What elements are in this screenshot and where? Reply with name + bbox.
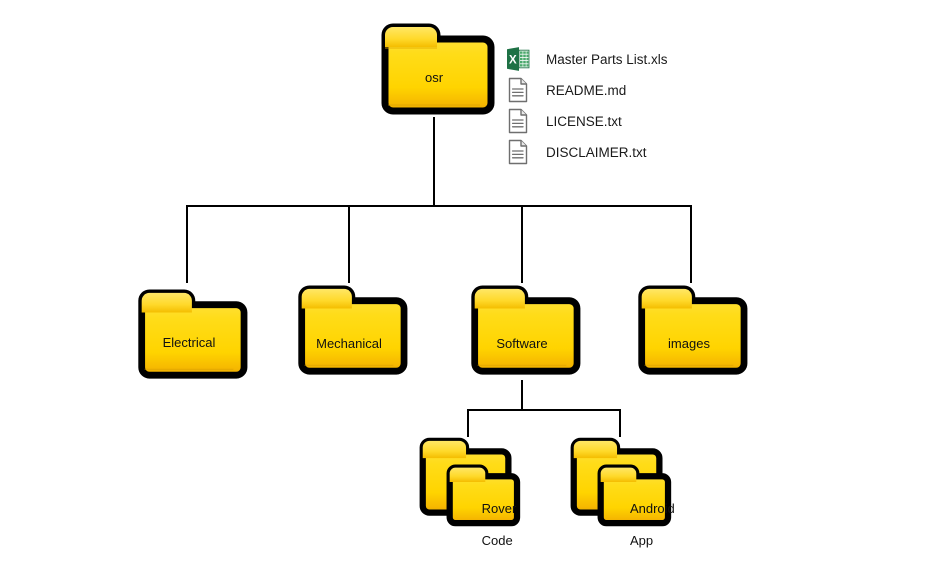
folder-osr[interactable]: osr xyxy=(376,23,495,119)
file-row-master-parts-list[interactable]: X Master Parts List.xls xyxy=(506,45,668,73)
connector-software-stem xyxy=(521,380,523,410)
connector-drop-rover-code xyxy=(467,409,469,437)
connector-level1-bus xyxy=(186,205,692,207)
connector-root-stem xyxy=(433,117,435,207)
excel-file-icon: X xyxy=(506,45,530,73)
folder-rover-code[interactable]: Rover Code xyxy=(416,437,521,548)
file-name: LICENSE.txt xyxy=(546,113,622,129)
file-row-license[interactable]: LICENSE.txt xyxy=(506,107,622,135)
folder-label-line2: Code xyxy=(481,533,513,548)
folder-mechanical[interactable]: Mechanical xyxy=(293,285,408,379)
connector-drop-software xyxy=(521,205,523,283)
text-file-icon xyxy=(506,107,530,135)
connector-drop-electrical xyxy=(186,205,188,283)
folder-android-app[interactable]: Android App xyxy=(567,437,675,548)
file-row-readme[interactable]: README.md xyxy=(506,76,626,104)
file-row-disclaimer[interactable]: DISCLAIMER.txt xyxy=(506,138,647,166)
svg-text:X: X xyxy=(509,54,517,66)
file-name: Master Parts List.xls xyxy=(546,51,668,67)
file-name: README.md xyxy=(546,82,627,98)
connector-level2-bus xyxy=(467,409,621,411)
text-file-icon xyxy=(506,138,530,166)
folder-label-line2: App xyxy=(629,533,654,548)
file-name: DISCLAIMER.txt xyxy=(546,144,647,160)
connector-drop-android-app xyxy=(619,409,621,437)
connector-drop-images xyxy=(690,205,692,283)
folder-images[interactable]: images xyxy=(633,285,748,379)
text-file-icon xyxy=(506,76,530,104)
folder-electrical[interactable]: Electrical xyxy=(133,289,248,383)
connector-drop-mechanical xyxy=(348,205,350,283)
folder-software[interactable]: Software xyxy=(466,285,581,379)
